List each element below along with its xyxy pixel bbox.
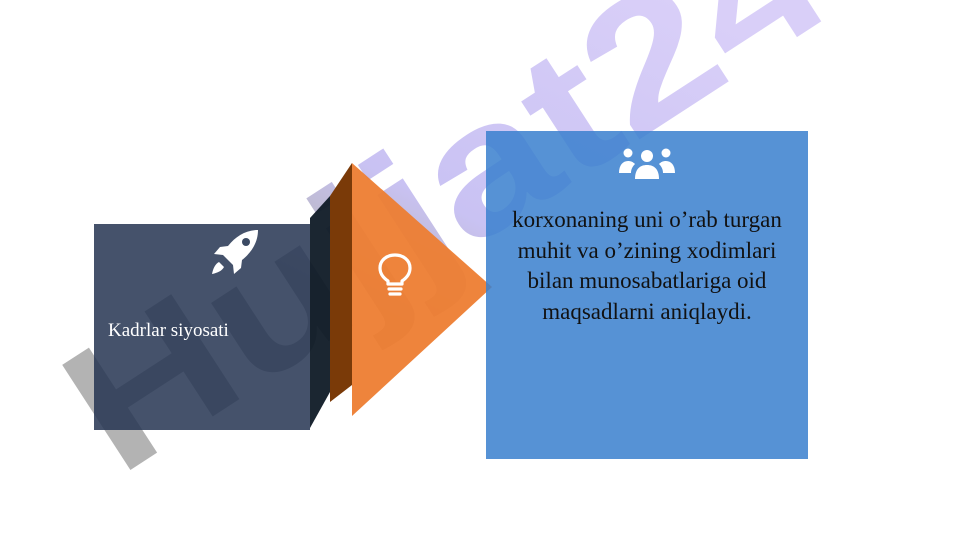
connector-side-brown <box>330 163 352 402</box>
right-card-text: korxonaning uni o’rab turgan muhit va o’… <box>512 207 782 324</box>
lightbulb-icon <box>378 253 412 296</box>
right-card: korxonaning uni o’rab turgan muhit va o’… <box>486 131 808 459</box>
connector-triangle <box>352 163 492 416</box>
left-card-label: Kadrlar siyosati <box>108 320 229 341</box>
connector-side-dark <box>310 196 330 428</box>
left-card: Kadrlar siyosati <box>94 224 310 430</box>
people-group-icon <box>619 148 675 179</box>
rocket-icon <box>212 230 258 274</box>
